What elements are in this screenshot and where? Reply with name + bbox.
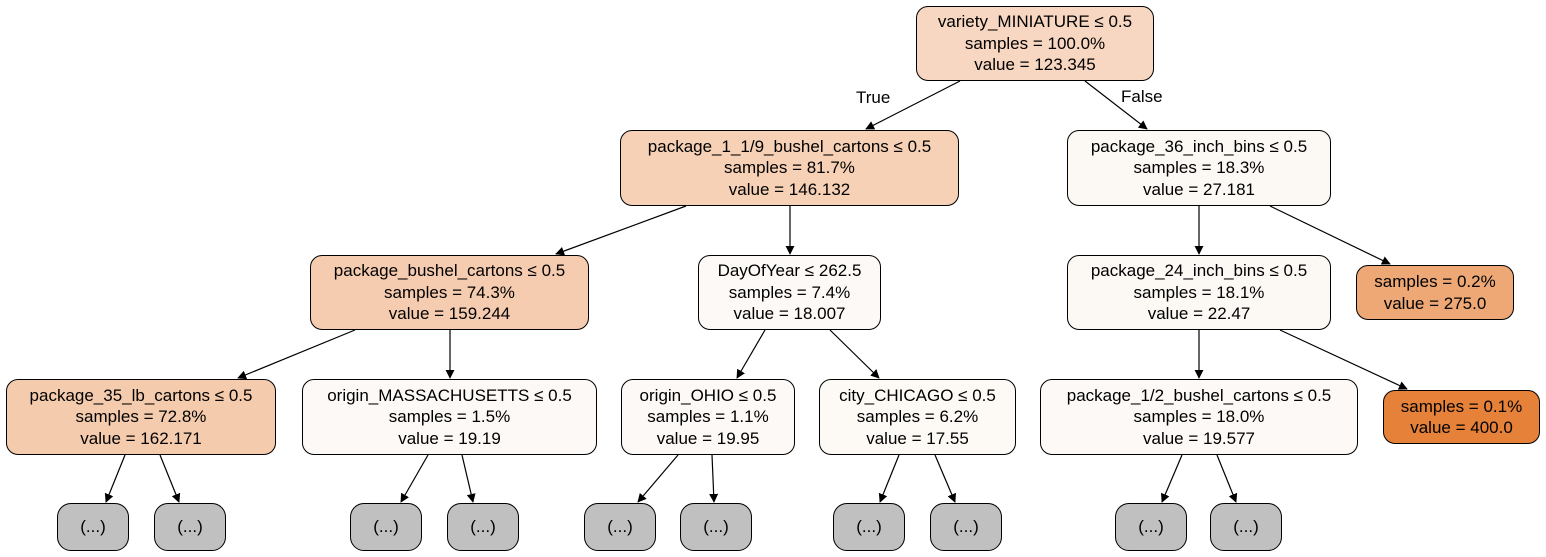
node-text-line: samples = 74.3% xyxy=(384,282,515,302)
node-text-line: value = 18.007 xyxy=(733,304,846,324)
node-text-line: package_36_inch_bins ≤ 0.5 xyxy=(1090,136,1308,156)
tree-edge xyxy=(878,454,900,503)
truncated-label: (...) xyxy=(953,517,979,537)
node-text-line: samples = 18.3% xyxy=(1133,158,1265,178)
node-text-line: package_24_inch_bins ≤ 0.5 xyxy=(1090,261,1308,281)
truncated-label: (...) xyxy=(1233,517,1259,537)
node-text-line: package_1/2_bushel_cartons ≤ 0.5 xyxy=(1066,385,1332,405)
node-text-line: value = 159.244 xyxy=(388,304,511,324)
tree-edge xyxy=(237,329,356,380)
tree-edge xyxy=(1216,454,1238,503)
node-text-line: samples = 1.1% xyxy=(647,407,769,427)
tree-edge xyxy=(637,454,679,503)
node-text-line: package_35_lb_cartons ≤ 0.5 xyxy=(29,385,253,405)
truncated-subtree-node: (...) xyxy=(1210,503,1282,551)
node-text-line: city_CHICAGO ≤ 0.5 xyxy=(839,385,996,405)
node-text-line: package_1_1/9_bushel_cartons ≤ 0.5 xyxy=(647,136,932,156)
node-text-line: DayOfYear ≤ 262.5 xyxy=(717,261,862,281)
truncated-label: (...) xyxy=(470,517,496,537)
tree-edge xyxy=(1161,454,1183,503)
node-text-line: value = 123.345 xyxy=(974,55,1096,75)
node-text-line: origin_MASSACHUSETTS ≤ 0.5 xyxy=(327,385,572,405)
node-text-line: value = 275.0 xyxy=(1383,293,1487,313)
tree-edge xyxy=(865,80,961,130)
tree-edge xyxy=(934,454,956,503)
tree-edge xyxy=(400,454,429,503)
truncated-label: (...) xyxy=(703,517,729,537)
tree-edge xyxy=(1269,205,1391,265)
truncated-label: (...) xyxy=(373,517,399,537)
truncated-subtree-node: (...) xyxy=(833,503,905,551)
node-text-line: value = 400.0 xyxy=(1410,418,1513,437)
truncated-subtree-node: (...) xyxy=(680,503,752,551)
node-text-line: samples = 18.0% xyxy=(1133,407,1265,427)
truncated-subtree-node: (...) xyxy=(57,503,129,551)
truncated-label: (...) xyxy=(1138,517,1164,537)
node-text-line: samples = 0.1% xyxy=(1400,396,1523,416)
node-text-line: samples = 18.1% xyxy=(1133,282,1265,302)
node-text-line: samples = 0.2% xyxy=(1374,272,1496,291)
node-text-line: value = 27.181 xyxy=(1142,179,1255,199)
tree-edge xyxy=(104,454,126,503)
node-text-line: samples = 1.5% xyxy=(388,407,511,427)
tree-edge xyxy=(1279,329,1408,390)
node-text-line: origin_OHIO ≤ 0.5 xyxy=(639,385,777,405)
node-text-line: samples = 72.8% xyxy=(75,407,207,427)
tree-node-n6: samples = 0.2% value = 275.0 xyxy=(1356,265,1514,320)
edge-label-true: True xyxy=(856,88,891,107)
node-text-line: variety_MINIATURE ≤ 0.5 xyxy=(937,12,1133,32)
tree-node-n12: samples = 0.1% value = 400.0 xyxy=(1383,390,1540,444)
truncated-label: (...) xyxy=(607,517,633,537)
truncated-subtree-node: (...) xyxy=(930,503,1002,551)
tree-edge xyxy=(159,454,181,503)
truncated-subtree-node: (...) xyxy=(1115,503,1187,551)
tree-edge xyxy=(736,329,766,379)
tree-edge xyxy=(709,454,719,503)
truncated-subtree-node: (...) xyxy=(350,503,422,551)
tree-edge xyxy=(829,329,880,379)
node-text-line: package_bushel_cartons ≤ 0.5 xyxy=(333,261,566,281)
truncated-label: (...) xyxy=(177,517,203,537)
truncated-label: (...) xyxy=(80,517,106,537)
truncated-label: (...) xyxy=(856,517,882,537)
edge-label-false: False xyxy=(1121,87,1163,106)
tree-edge xyxy=(461,454,476,503)
truncated-subtree-node: (...) xyxy=(447,503,519,551)
node-text-line: value = 22.47 xyxy=(1147,304,1251,324)
node-text-line: value = 146.132 xyxy=(728,179,851,199)
node-text-line: value = 19.19 xyxy=(398,428,501,448)
tree-edge xyxy=(555,205,687,256)
node-text-line: value = 17.55 xyxy=(866,428,969,448)
node-text-line: samples = 81.7% xyxy=(724,158,855,178)
truncated-subtree-node: (...) xyxy=(154,503,226,551)
tree-edge xyxy=(1084,80,1148,130)
node-text-line: value = 19.95 xyxy=(656,428,760,448)
node-text-line: samples = 100.0% xyxy=(964,33,1106,53)
node-text-line: value = 19.577 xyxy=(1142,428,1255,448)
node-text-line: samples = 7.4% xyxy=(728,282,851,302)
node-text-line: value = 162.171 xyxy=(80,428,202,448)
truncated-subtree-node: (...) xyxy=(584,503,656,551)
node-text-line: samples = 6.2% xyxy=(856,407,979,427)
